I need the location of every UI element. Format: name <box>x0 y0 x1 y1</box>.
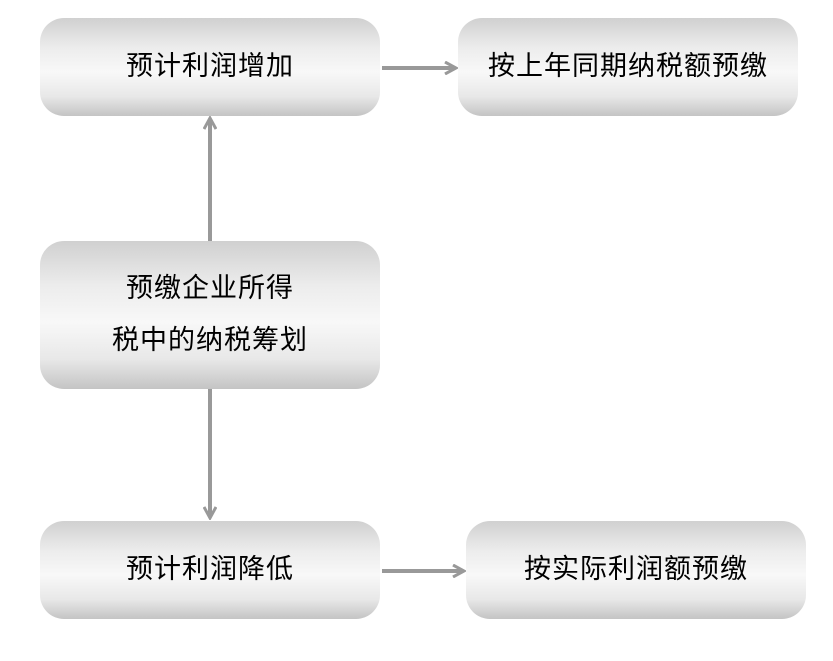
node-prepay-last-year-label: 按上年同期纳税额预缴 <box>488 51 768 82</box>
node-profit-decrease-label: 预计利润降低 <box>126 554 294 585</box>
node-profit-increase: 预计利润增加 <box>40 18 380 116</box>
node-center-line-1: 预缴企业所得 <box>126 273 294 304</box>
node-center-topic: 预缴企业所得 税中的纳税筹划 <box>40 241 380 389</box>
node-profit-decrease: 预计利润降低 <box>40 521 380 619</box>
node-profit-increase-label: 预计利润增加 <box>126 51 294 82</box>
node-prepay-last-year: 按上年同期纳税额预缴 <box>458 18 798 116</box>
node-prepay-actual-label: 按实际利润额预缴 <box>524 554 748 585</box>
node-prepay-actual: 按实际利润额预缴 <box>466 521 806 619</box>
node-center-line-2: 税中的纳税筹划 <box>112 325 308 356</box>
